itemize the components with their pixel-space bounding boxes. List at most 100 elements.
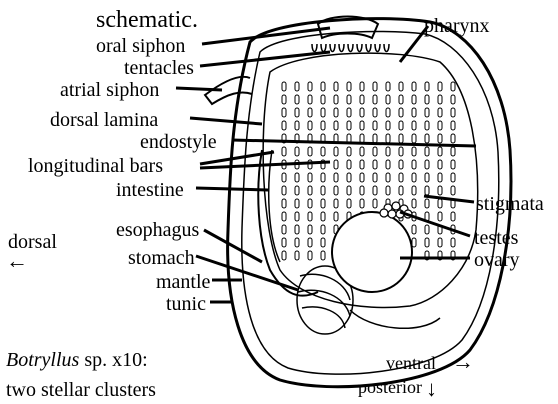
stigma-slit	[334, 95, 338, 104]
stigma-slit	[360, 121, 364, 130]
tentacle	[330, 44, 335, 52]
stigma-slit	[412, 186, 416, 195]
tentacle	[366, 44, 371, 52]
label-tentacles: tentacles	[124, 58, 194, 78]
stigma-slit	[373, 95, 377, 104]
stigma-slit	[360, 199, 364, 208]
stigma-slit	[334, 82, 338, 91]
stigma-slit	[399, 160, 403, 169]
stigma-slit	[334, 199, 338, 208]
stigma-slit	[451, 108, 455, 117]
stigma-slit	[295, 225, 299, 234]
stigma-slit	[451, 160, 455, 169]
stigma-slit	[412, 160, 416, 169]
label-dorsal-lamina: dorsal lamina	[50, 110, 158, 130]
stigma-slit	[321, 238, 325, 247]
siphons	[205, 17, 378, 105]
caption-title: schematic.	[96, 8, 198, 32]
caption-line2: two stellar clusters	[6, 380, 156, 400]
stigma-slit	[282, 95, 286, 104]
stigma-slit	[321, 225, 325, 234]
stigma-slit	[438, 147, 442, 156]
posterior-arrow-icon: ↓	[426, 378, 437, 400]
stigma-slit	[360, 173, 364, 182]
stigma-slit	[360, 186, 364, 195]
stigma-slit	[295, 95, 299, 104]
stigma-slit	[451, 186, 455, 195]
stigma-slit	[412, 134, 416, 143]
stigma-slit	[321, 121, 325, 130]
stigma-slit	[386, 95, 390, 104]
stigma-slit	[347, 95, 351, 104]
stigma-slit	[451, 212, 455, 221]
stigma-slit	[308, 160, 312, 169]
stigma-slit	[425, 199, 429, 208]
stigma-slit	[347, 108, 351, 117]
stigma-slit	[373, 186, 377, 195]
dorsal-arrow-icon: ←	[6, 250, 28, 272]
stigma-slit	[399, 173, 403, 182]
tentacle	[375, 44, 380, 52]
intestine-leader	[196, 188, 268, 190]
stigma-slit	[386, 82, 390, 91]
stigma-slit	[373, 147, 377, 156]
stigma-slit	[334, 160, 338, 169]
longitudinal-bars-leader-2	[200, 162, 330, 168]
stigma-slit	[425, 147, 429, 156]
stigma-slit	[438, 121, 442, 130]
stigma-slit	[282, 212, 286, 221]
tentacle	[384, 44, 389, 52]
stigma-slit	[295, 173, 299, 182]
stigma-slit	[321, 251, 325, 260]
stigma-slit	[295, 251, 299, 260]
stigma-slit	[451, 82, 455, 91]
stigma-slit	[425, 238, 429, 247]
ovary-shape	[332, 212, 412, 292]
tentacle-fringe	[312, 44, 389, 52]
label-atrial-siphon: atrial siphon	[60, 80, 159, 100]
stigma-slit	[308, 121, 312, 130]
stigma-slit	[451, 95, 455, 104]
stigma-slit	[386, 186, 390, 195]
stigma-slit	[451, 134, 455, 143]
stigma-slit	[321, 199, 325, 208]
stigma-slit	[386, 147, 390, 156]
stigma-slit	[451, 147, 455, 156]
stigma-slit	[425, 160, 429, 169]
caption-species-suffix: sp. x10:	[79, 349, 147, 371]
stigma-slit	[347, 147, 351, 156]
gonads	[332, 202, 412, 292]
stigma-slit	[425, 173, 429, 182]
stigma-slit	[308, 95, 312, 104]
stigma-slit	[399, 186, 403, 195]
stigma-slit	[347, 186, 351, 195]
stigma-slit	[308, 225, 312, 234]
stigma-slit	[334, 173, 338, 182]
label-testes: testes	[474, 228, 518, 248]
stigma-slit	[412, 108, 416, 117]
stigma-slit	[451, 238, 455, 247]
stigma-slit	[425, 225, 429, 234]
orientation-ventral: ventral	[386, 354, 436, 372]
stigma-slit	[373, 199, 377, 208]
stigma-slit	[334, 147, 338, 156]
stigma-slit	[347, 173, 351, 182]
stigma-slit	[295, 199, 299, 208]
stigma-slit	[399, 108, 403, 117]
dorsal-lamina-leader	[190, 118, 262, 124]
label-pharynx: pharynx	[424, 16, 490, 36]
label-tunic: tunic	[166, 294, 206, 314]
stigma-slit	[360, 160, 364, 169]
ventral-arrow-icon: →	[452, 351, 474, 373]
tentacle	[357, 44, 362, 52]
label-stomach: stomach	[128, 248, 195, 268]
stigma-slit	[295, 238, 299, 247]
stigma-slit	[321, 147, 325, 156]
stigma-slit	[438, 199, 442, 208]
orientation-posterior: posterior	[358, 378, 422, 396]
stigma-slit	[295, 212, 299, 221]
stigma-slit	[412, 121, 416, 130]
stigma-slit	[347, 160, 351, 169]
